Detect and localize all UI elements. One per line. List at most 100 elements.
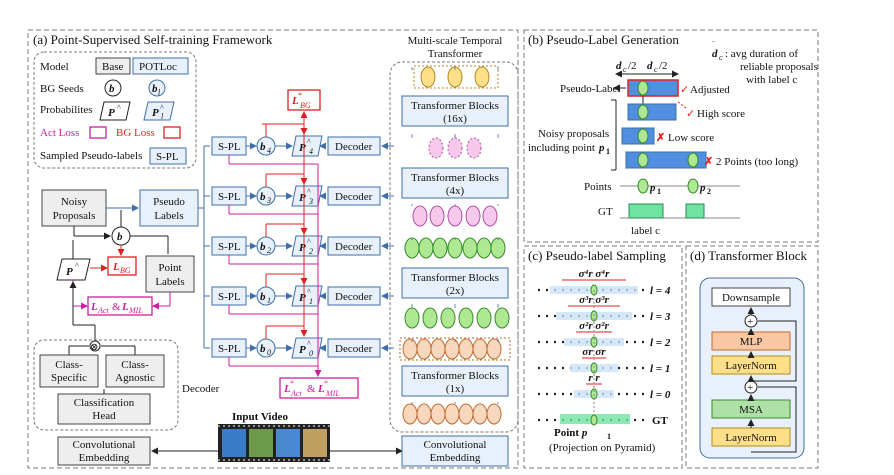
spl-label: S-PL xyxy=(218,191,241,203)
bg-seed-node: b xyxy=(111,226,131,246)
svg-text:Agnostic: Agnostic xyxy=(115,372,155,384)
svg-text:Act: Act xyxy=(97,306,109,315)
svg-text:BG Seeds: BG Seeds xyxy=(40,83,84,95)
mlp-box: MLP xyxy=(711,331,791,351)
pseudo-labels-box: Pseudo Labels xyxy=(139,189,199,227)
low-score-text: Low score xyxy=(668,132,714,144)
probability-label: P xyxy=(299,142,306,154)
svg-text:^: ^ xyxy=(117,103,121,112)
level-label: l = 3 xyxy=(650,311,671,323)
svg-text:1: 1 xyxy=(267,296,271,305)
svg-text:1: 1 xyxy=(606,147,610,156)
svg-text:L: L xyxy=(90,301,98,313)
token-row-1x-top xyxy=(404,307,510,329)
svg-text:⊗: ⊗ xyxy=(90,342,98,353)
level-label: l = 1 xyxy=(650,363,670,375)
svg-text:2: 2 xyxy=(707,187,711,196)
svg-text:reliable proposals: reliable proposals xyxy=(740,61,818,73)
svg-text:Transformer Blocks: Transformer Blocks xyxy=(411,272,499,284)
panel-b-frame xyxy=(523,29,819,243)
probability-label: P xyxy=(299,242,306,254)
svg-text:(1x): (1x) xyxy=(446,383,465,395)
layernorm-bottom-box: LayerNorm xyxy=(711,427,791,447)
svg-text:&: & xyxy=(307,383,316,395)
svg-text:P: P xyxy=(66,266,73,278)
transformer-title-2: Transformer xyxy=(428,48,483,60)
transformer-block-2: Transformer Blocks(2x) xyxy=(401,267,509,299)
svg-text:Model: Model xyxy=(40,61,69,73)
projection-text: (Projection on Pyramid) xyxy=(549,442,656,454)
svg-text:*: * xyxy=(290,379,294,388)
pyramid-level-0: r rl = 0 xyxy=(538,372,671,401)
svg-text:Probabilites: Probabilites xyxy=(40,104,93,116)
point-p1-c: Point p xyxy=(554,427,588,439)
downsample-box: Downsample xyxy=(711,287,791,307)
level-label: l = 2 xyxy=(650,337,671,349)
svg-text:^: ^ xyxy=(307,187,311,196)
svg-text:Head: Head xyxy=(92,410,116,422)
svg-text:LayerNorm: LayerNorm xyxy=(725,360,777,372)
svg-text:Class-: Class- xyxy=(121,359,149,371)
panel-a-title: (a) Point-Supervised Self-training Frame… xyxy=(33,32,273,47)
svg-text:✓: ✓ xyxy=(686,108,695,120)
svg-text:1: 1 xyxy=(657,187,661,196)
svg-text:0: 0 xyxy=(267,348,271,357)
token-row-4x xyxy=(412,205,498,227)
conv-embedding-right: Convolutional Embedding xyxy=(401,435,509,467)
adjusted-proposal xyxy=(627,79,679,97)
decoder-box xyxy=(327,286,381,306)
svg-text:*: * xyxy=(324,379,328,388)
svg-text:✗: ✗ xyxy=(704,156,713,168)
svg-text:L: L xyxy=(317,383,325,395)
decoder-side-label: Decoder xyxy=(182,383,220,395)
sigma-label: σ⁴r σ⁴r xyxy=(579,268,611,280)
svg-text:4: 4 xyxy=(309,147,313,156)
decoder-label: Decoder xyxy=(335,141,373,153)
probability-label: P xyxy=(299,292,306,304)
decoder-label: Decoder xyxy=(335,343,373,355)
dc-definition: d ‾ c : avg duration of reliable proposa… xyxy=(711,41,818,86)
token-row-input xyxy=(402,403,502,425)
input-video-filmstrip xyxy=(218,424,330,462)
class-agnostic-box: Class- Agnostic xyxy=(105,354,165,388)
svg-text:Classification: Classification xyxy=(74,397,135,409)
svg-text:+: + xyxy=(747,316,753,328)
svg-text:L: L xyxy=(283,383,291,395)
svg-text:Labels: Labels xyxy=(154,210,183,222)
label-c-text: label c xyxy=(631,225,660,237)
gt-label: GT xyxy=(652,415,669,427)
svg-text:L: L xyxy=(112,261,120,273)
svg-text:&: & xyxy=(112,301,121,313)
svg-text:Transformer Blocks: Transformer Blocks xyxy=(411,370,499,382)
svg-text:Transformer Blocks: Transformer Blocks xyxy=(411,100,499,112)
svg-text:p: p xyxy=(699,182,706,194)
svg-text:Downsample: Downsample xyxy=(722,292,780,304)
svg-text:c: c xyxy=(654,65,658,74)
bg-seed-label: b xyxy=(260,241,266,253)
svg-text:including point: including point xyxy=(528,142,595,154)
svg-text:c: c xyxy=(719,53,723,62)
svg-text:Pseudo: Pseudo xyxy=(153,196,185,208)
svg-text:p: p xyxy=(649,182,656,194)
class-specific-box: Class- Specific xyxy=(39,354,99,388)
svg-text:^: ^ xyxy=(307,237,311,246)
svg-text:P: P xyxy=(152,107,159,119)
svg-text:2: 2 xyxy=(267,246,271,255)
svg-text:1: 1 xyxy=(607,432,611,441)
panel-d-frame xyxy=(685,245,819,469)
act-mil-loss: L Act & L MIL xyxy=(87,296,153,316)
svg-text:Embedding: Embedding xyxy=(430,452,481,464)
pyramid-level-1: σr σrl = 1 xyxy=(538,346,670,375)
svg-text:^: ^ xyxy=(160,103,164,112)
lact-star-loss: L * Act & L * MIL xyxy=(279,377,359,399)
svg-text:/2: /2 xyxy=(628,60,637,72)
svg-text:^: ^ xyxy=(75,261,79,270)
svg-text:b: b xyxy=(109,83,115,95)
